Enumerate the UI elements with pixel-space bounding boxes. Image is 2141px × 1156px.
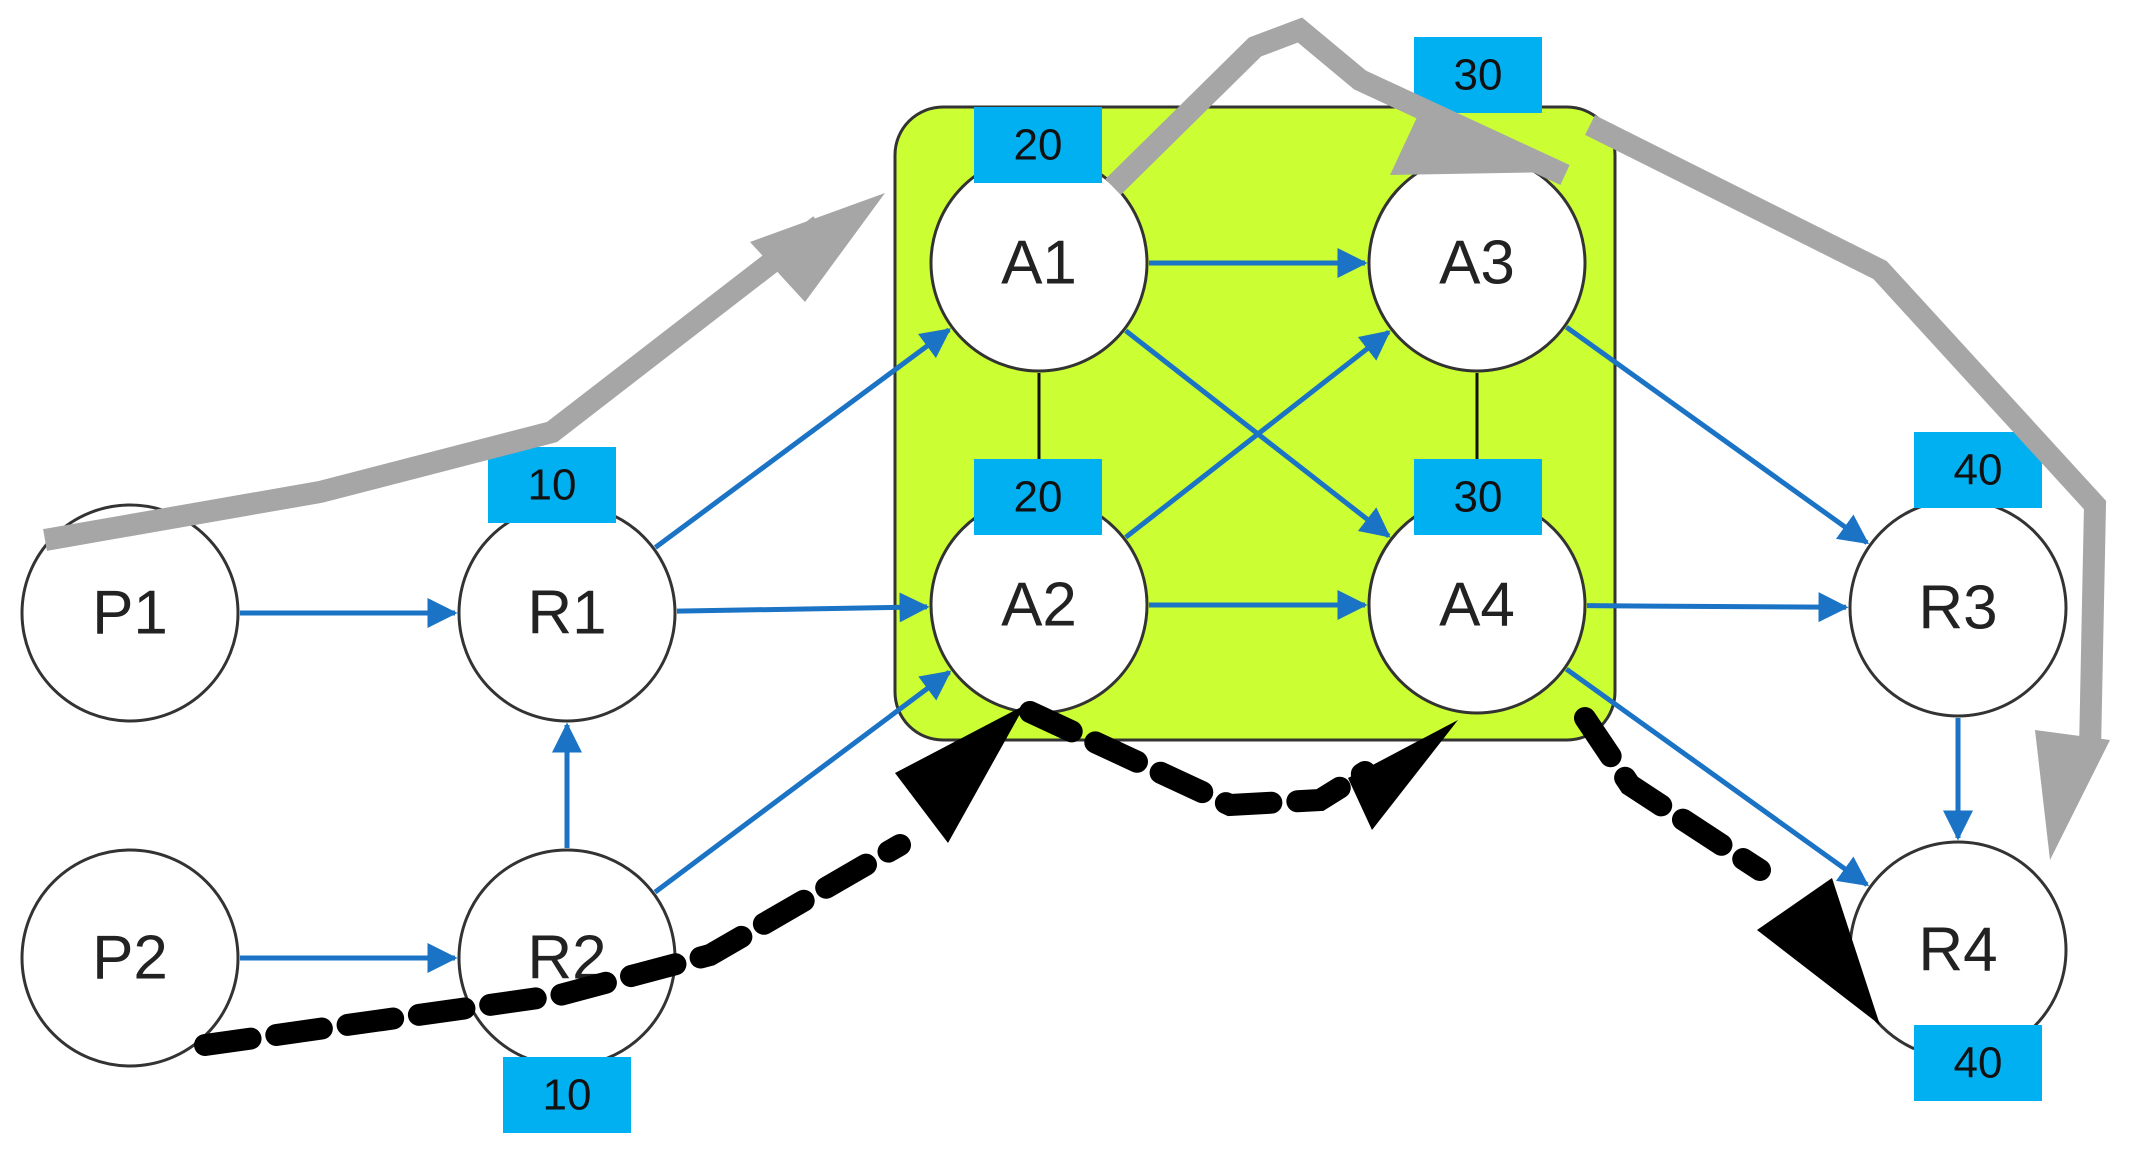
edge-a4-r4 xyxy=(1564,667,1870,887)
backup-path-arrowhead-2 xyxy=(1348,720,1458,830)
badge-a2: 20 xyxy=(974,459,1102,535)
badge-label-a2: 20 xyxy=(1014,473,1063,522)
badge-a4: 30 xyxy=(1414,459,1542,535)
node-label-a1: A1 xyxy=(1001,229,1077,298)
backup-path-arrowhead-1 xyxy=(895,705,1025,843)
edge-r1-a1 xyxy=(653,327,952,550)
node-a2[interactable]: A2 xyxy=(929,495,1149,715)
node-label-r3: R3 xyxy=(1918,574,1997,643)
node-r4[interactable]: R4 xyxy=(1848,840,2068,1060)
edge-r2-a2 xyxy=(653,670,952,895)
primary-path-arrowhead-3 xyxy=(2035,730,2110,860)
badge-r2: 10 xyxy=(503,1057,631,1133)
badge-label-a3: 30 xyxy=(1454,51,1503,100)
node-label-a3: A3 xyxy=(1439,229,1515,298)
badge-box xyxy=(503,1057,631,1133)
badge-label-r1: 10 xyxy=(528,461,577,510)
node-r1[interactable]: R1 xyxy=(457,503,677,723)
primary-path-arrow xyxy=(43,17,2110,860)
badge-box xyxy=(974,107,1102,183)
badge-box xyxy=(974,459,1102,535)
node-p2[interactable]: P2 xyxy=(20,848,240,1068)
badge-box xyxy=(488,447,616,523)
node-label-r1: R1 xyxy=(527,579,606,648)
node-r3[interactable]: R3 xyxy=(1848,498,2068,718)
node-label-p1: P1 xyxy=(92,579,168,648)
badge-box xyxy=(1914,1025,2042,1101)
backup-path-arrow xyxy=(194,701,1880,1056)
backup-path-line xyxy=(194,701,1771,1056)
badge-label-r3: 40 xyxy=(1954,446,2003,495)
node-circle xyxy=(20,503,240,723)
badge-label-r4: 40 xyxy=(1954,1039,2003,1088)
node-label-a4: A4 xyxy=(1439,571,1515,640)
edge-a3-r3 xyxy=(1564,325,1870,545)
badge-a1: 20 xyxy=(974,107,1102,183)
node-a1[interactable]: A1 xyxy=(929,153,1149,373)
edge-r1-a2 xyxy=(676,592,930,623)
badge-r1: 10 xyxy=(488,447,616,523)
node-label-a2: A2 xyxy=(1001,571,1077,640)
node-a4[interactable]: A4 xyxy=(1367,495,1587,715)
badge-box xyxy=(1414,459,1542,535)
badge-a3: 30 xyxy=(1414,37,1542,113)
badge-r3: 40 xyxy=(1914,432,2042,508)
badge-label-a4: 30 xyxy=(1454,473,1503,522)
node-r2[interactable]: R2 xyxy=(457,848,677,1068)
primary-path-arrowhead-1 xyxy=(750,193,885,302)
badge-box xyxy=(1414,37,1542,113)
node-label-p2: P2 xyxy=(92,924,168,993)
edge-a2-a3 xyxy=(1124,329,1391,540)
badge-r4: 40 xyxy=(1914,1025,2042,1101)
node-circle xyxy=(20,848,240,1068)
badge-label-r2: 10 xyxy=(543,1071,592,1120)
node-label-r4: R4 xyxy=(1918,916,1997,985)
node-a3[interactable]: A3 xyxy=(1367,153,1587,373)
badge-label-a1: 20 xyxy=(1014,121,1063,170)
edge-a4-r3 xyxy=(1586,592,1849,623)
backup-path-arrowhead-3 xyxy=(1757,878,1880,1025)
badges-layer: 10 10 20 20 30 30 40 40 xyxy=(488,37,2042,1133)
badge-box xyxy=(1914,432,2042,508)
primary-path-arrowhead-2 xyxy=(1390,100,1560,175)
node-p1[interactable]: P1 xyxy=(20,503,240,723)
